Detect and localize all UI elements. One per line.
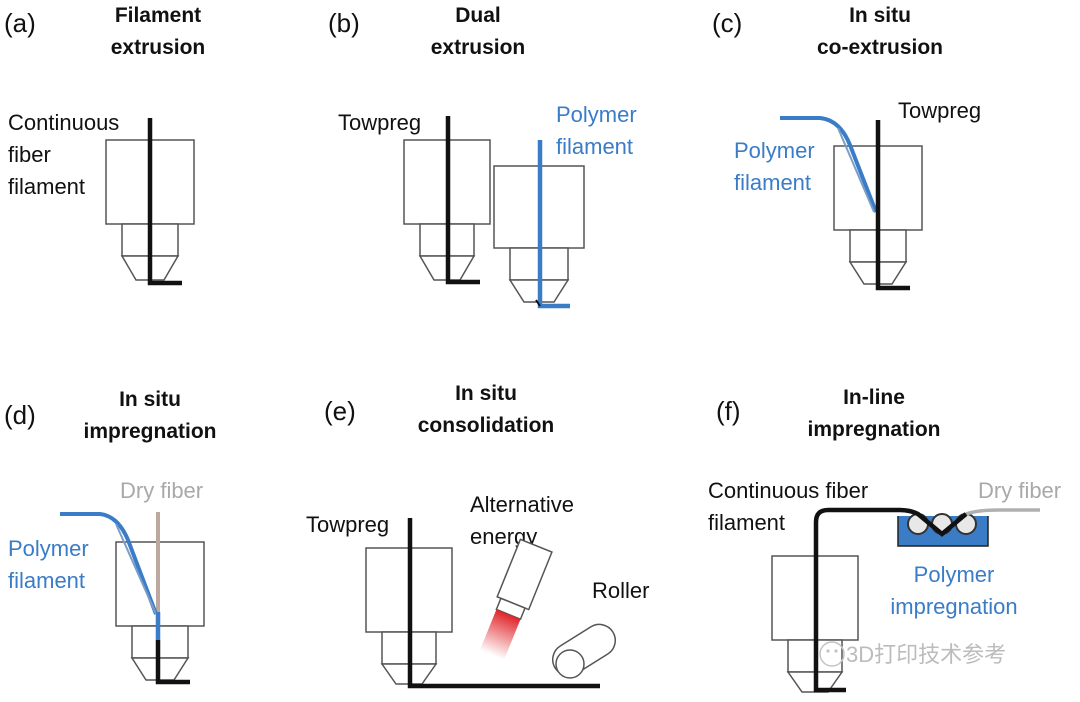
panel-c-polymer-label-line2: filament bbox=[734, 170, 811, 195]
panel-b-polymer-tip bbox=[535, 299, 541, 307]
panel-e-letter: (e) bbox=[324, 396, 356, 426]
panel-f-dry-fiber-label: Dry fiber bbox=[978, 478, 1061, 503]
panel-e-roller bbox=[551, 623, 617, 679]
panel-c-towpreg-label: Towpreg bbox=[898, 98, 981, 123]
panel-c-polymer-label-line1: Polymer bbox=[734, 138, 815, 163]
panel-a-title-line1: Filament bbox=[115, 4, 201, 27]
panel-e-energy-label-line1: Alternative bbox=[470, 492, 574, 517]
panel-c-title-line2: co-extrusion bbox=[817, 36, 943, 59]
panel-f-continuous-fiber bbox=[813, 507, 968, 693]
panel-a-letter: (a) bbox=[4, 8, 36, 38]
panel-c-title-line1: In situ bbox=[849, 4, 911, 27]
watermark-logo-icon bbox=[819, 641, 845, 667]
panel-b-towpreg-label: Towpreg bbox=[338, 110, 421, 135]
panel-a-fiber bbox=[147, 118, 182, 286]
panel-b-polymer-label-line2: filament bbox=[556, 134, 633, 159]
panel-f-dry-fiber bbox=[965, 508, 1040, 516]
panel-e-laser-beam bbox=[479, 609, 521, 661]
panel-c-polymer-filament bbox=[780, 116, 878, 213]
panel-c-polymer-merge bbox=[837, 127, 875, 213]
panel-d-title-line2: impregnation bbox=[83, 420, 216, 443]
panel-b-polymer-label-line1: Polymer bbox=[556, 102, 637, 127]
panel-e-title-line2: consolidation bbox=[418, 414, 555, 437]
panel-d-polymer-filament bbox=[60, 512, 158, 615]
panel-b-towpreg-fiber bbox=[445, 116, 480, 285]
panel-f-impregnation-label-line1: Polymer bbox=[914, 562, 995, 587]
panel-a-label-line3: filament bbox=[8, 174, 85, 199]
panel-f-title-line2: impregnation bbox=[807, 418, 940, 441]
panel-c-towpreg-fiber bbox=[875, 120, 910, 291]
panel-e-title-line1: In situ bbox=[455, 382, 517, 405]
panel-d-title-line1: In situ bbox=[119, 388, 181, 411]
panel-b-title-line2: extrusion bbox=[431, 36, 526, 59]
panel-f-letter: (f) bbox=[716, 396, 741, 426]
panel-c: (c) In situ co-extrusion Towpreg Polymer… bbox=[712, 4, 981, 291]
panel-e: (e) In situ consolidation Towpreg Altern… bbox=[306, 382, 649, 689]
panel-a-title-line2: extrusion bbox=[111, 36, 206, 59]
panel-d-output-fiber bbox=[155, 640, 190, 685]
panel-b-title-line1: Dual bbox=[455, 4, 501, 27]
panel-f-impregnation-label-line2: impregnation bbox=[890, 594, 1017, 619]
panel-e-roller-label: Roller bbox=[592, 578, 649, 603]
panel-f-title-line1: In-line bbox=[843, 386, 905, 409]
panel-d-polymer-label-line2: filament bbox=[8, 568, 85, 593]
panel-d-polymer-merge bbox=[115, 523, 157, 615]
panel-d-dry-fiber-label: Dry fiber bbox=[120, 478, 203, 503]
panel-d-polymer-label-line1: Polymer bbox=[8, 536, 89, 561]
panel-f-continuous-label-line2: filament bbox=[708, 510, 785, 535]
panel-d: (d) In situ impregnation Dry fiber Polym… bbox=[4, 388, 217, 685]
panel-f: (f) In-line impregnation Continuous fibe… bbox=[708, 386, 1061, 693]
panel-a-label-line2: fiber bbox=[8, 142, 51, 167]
panel-e-energy-source bbox=[479, 538, 553, 661]
panel-b-letter: (b) bbox=[328, 8, 360, 38]
panel-c-letter: (c) bbox=[712, 8, 742, 38]
panel-a-label-line1: Continuous bbox=[8, 110, 119, 135]
panel-a: (a) Filament extrusion Continuous fiber … bbox=[4, 4, 206, 286]
panel-e-towpreg-fiber bbox=[407, 518, 600, 689]
panel-d-letter: (d) bbox=[4, 400, 36, 430]
panel-e-towpreg-label: Towpreg bbox=[306, 512, 389, 537]
panel-f-continuous-label-line1: Continuous fiber bbox=[708, 478, 868, 503]
panel-b: (b) Dual extrusion Towpreg Polymer filam… bbox=[328, 4, 637, 309]
watermark-text: 3D打印技术参考 bbox=[846, 642, 1006, 667]
